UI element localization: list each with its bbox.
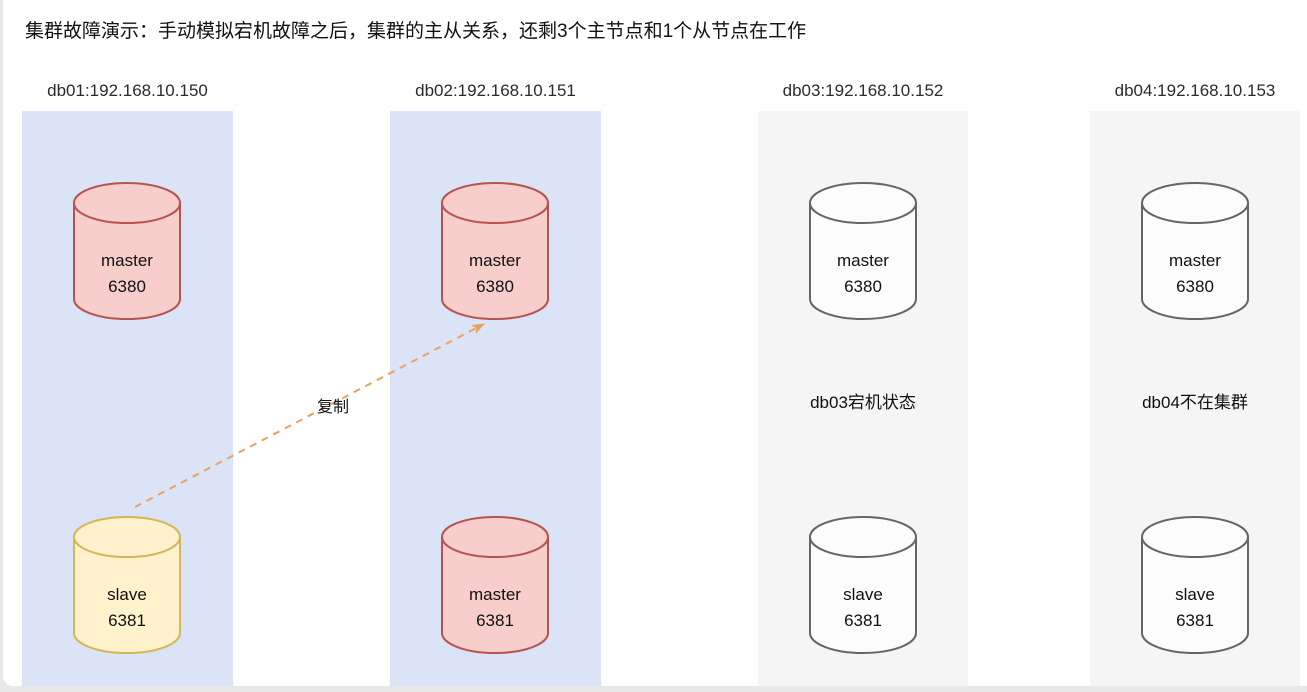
cylinder-top <box>809 182 917 224</box>
cylinder-top <box>441 516 549 558</box>
cylinder-top <box>441 182 549 224</box>
db04-slave-6381-cylinder-icon: slave 6381 <box>1141 516 1249 654</box>
cylinder-top <box>1141 516 1249 558</box>
host-header-db04: db04:192.168.10.153 <box>1114 81 1276 100</box>
host-header-db01: db01:192.168.10.150 <box>47 81 208 100</box>
cylinder-body <box>441 203 549 320</box>
cylinder-top <box>1141 182 1249 224</box>
node-port-label: 6381 <box>844 611 882 630</box>
cylinder-top <box>73 516 181 558</box>
cylinder-body <box>809 537 917 654</box>
node-role-label: slave <box>107 585 147 604</box>
node-port-label: 6380 <box>476 277 514 296</box>
cylinder-body <box>1141 203 1249 320</box>
cylinder-top <box>809 516 917 558</box>
db03-slave-6381-cylinder-icon: slave 6381 <box>809 516 917 654</box>
db03-master-6380-cylinder-icon: master 6380 <box>809 182 917 320</box>
node-role-label: slave <box>1175 585 1215 604</box>
node-port-label: 6381 <box>1176 611 1214 630</box>
node-role-label: master <box>1169 251 1221 270</box>
db01-slave-6381-cylinder-icon: slave 6381 <box>73 516 181 654</box>
host-status-note-db04: db04不在集群 <box>1142 393 1248 412</box>
db04-master-6380-cylinder-icon: master 6380 <box>1141 182 1249 320</box>
cylinder-body <box>441 537 549 654</box>
node-role-label: slave <box>843 585 883 604</box>
db01-master-6380-cylinder-icon: master 6380 <box>73 182 181 320</box>
node-port-label: 6381 <box>108 611 146 630</box>
node-port-label: 6381 <box>476 611 514 630</box>
diagram-title: 集群故障演示：手动模拟宕机故障之后，集群的主从关系，还剩3个主节点和1个从节点在… <box>25 21 807 42</box>
node-port-label: 6380 <box>108 277 146 296</box>
replication-label: 复制 <box>317 399 350 416</box>
cylinder-body <box>73 203 181 320</box>
host-header-db02: db02:192.168.10.151 <box>415 81 576 100</box>
host-status-note-db03: db03宕机状态 <box>810 393 916 412</box>
node-role-label: master <box>101 251 153 270</box>
db02-master-6380-cylinder-icon: master 6380 <box>441 182 549 320</box>
node-role-label: master <box>837 251 889 270</box>
cylinder-body <box>1141 537 1249 654</box>
node-role-label: master <box>469 585 521 604</box>
cylinder-body <box>809 203 917 320</box>
node-port-label: 6380 <box>1176 277 1214 296</box>
cylinder-top <box>73 182 181 224</box>
db02-master-6381-cylinder-icon: master 6381 <box>441 516 549 654</box>
node-role-label: master <box>469 251 521 270</box>
cylinder-body <box>73 537 181 654</box>
node-port-label: 6380 <box>844 277 882 296</box>
host-header-db03: db03:192.168.10.152 <box>782 81 944 100</box>
